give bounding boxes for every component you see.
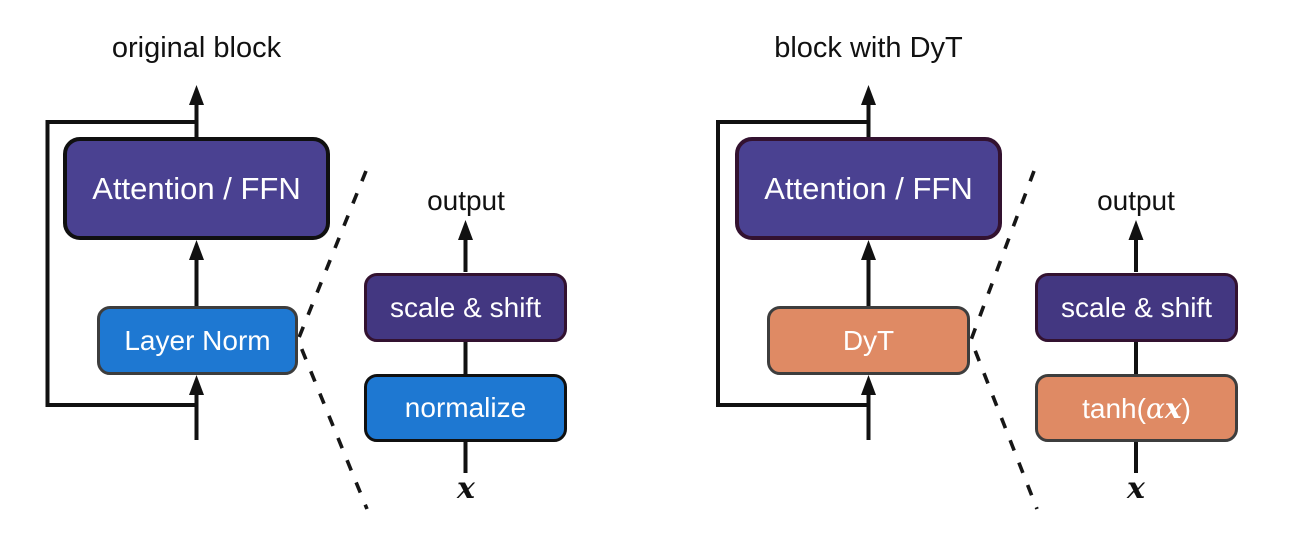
tanh-prefix: tanh( xyxy=(1082,392,1146,424)
dyt-box: DyT xyxy=(767,306,970,375)
right-detail-output-arrowhead-icon xyxy=(1128,220,1144,240)
left-block-title: original block xyxy=(111,32,282,64)
alpha-symbol: α xyxy=(1145,391,1165,425)
left-mid-arrowhead-icon xyxy=(189,240,204,260)
right-scale-shift-box: scale & shift xyxy=(1035,273,1238,342)
left-attention-ffn-box: Attention / FFN xyxy=(63,137,330,240)
left-attention-ffn-label: Attention / FFN xyxy=(92,170,301,206)
normalize-box: normalize xyxy=(364,374,567,442)
right-detail-input-x-label: x xyxy=(1127,471,1145,506)
right-output-arrowhead-icon xyxy=(861,85,876,105)
left-detail-output-label: output xyxy=(427,185,505,216)
left-detail-output-arrowhead-icon xyxy=(458,220,473,240)
left-detail-input-x-label: x xyxy=(457,471,475,506)
right-attention-ffn-box: Attention / FFN xyxy=(735,137,1002,240)
left-residual-line xyxy=(45,120,197,407)
right-block-title: block with DyT xyxy=(774,32,963,64)
right-detail-output-label: output xyxy=(1097,185,1175,216)
left-scale-shift-box: scale & shift xyxy=(364,273,567,342)
right-attention-ffn-label: Attention / FFN xyxy=(764,170,973,206)
tanh-activation-label: tanh(αx) xyxy=(1082,392,1191,425)
right-scale-shift-label: scale & shift xyxy=(1061,291,1212,323)
layer-norm-label: Layer Norm xyxy=(124,324,271,356)
tanh-activation-box: tanh(αx) xyxy=(1035,374,1238,442)
right-input-arrowhead-icon xyxy=(861,375,876,395)
right-mid-arrowhead-icon xyxy=(861,240,876,260)
right-residual-line xyxy=(716,120,869,407)
dyt-label: DyT xyxy=(842,324,895,356)
x-symbol: x xyxy=(1164,391,1182,425)
normalize-label: normalize xyxy=(404,392,527,423)
left-scale-shift-label: scale & shift xyxy=(390,291,541,323)
tanh-suffix: ) xyxy=(1181,392,1191,424)
left-input-arrowhead-icon xyxy=(189,375,204,395)
layer-norm-box: Layer Norm xyxy=(97,306,298,375)
left-output-arrowhead-icon xyxy=(189,85,204,105)
